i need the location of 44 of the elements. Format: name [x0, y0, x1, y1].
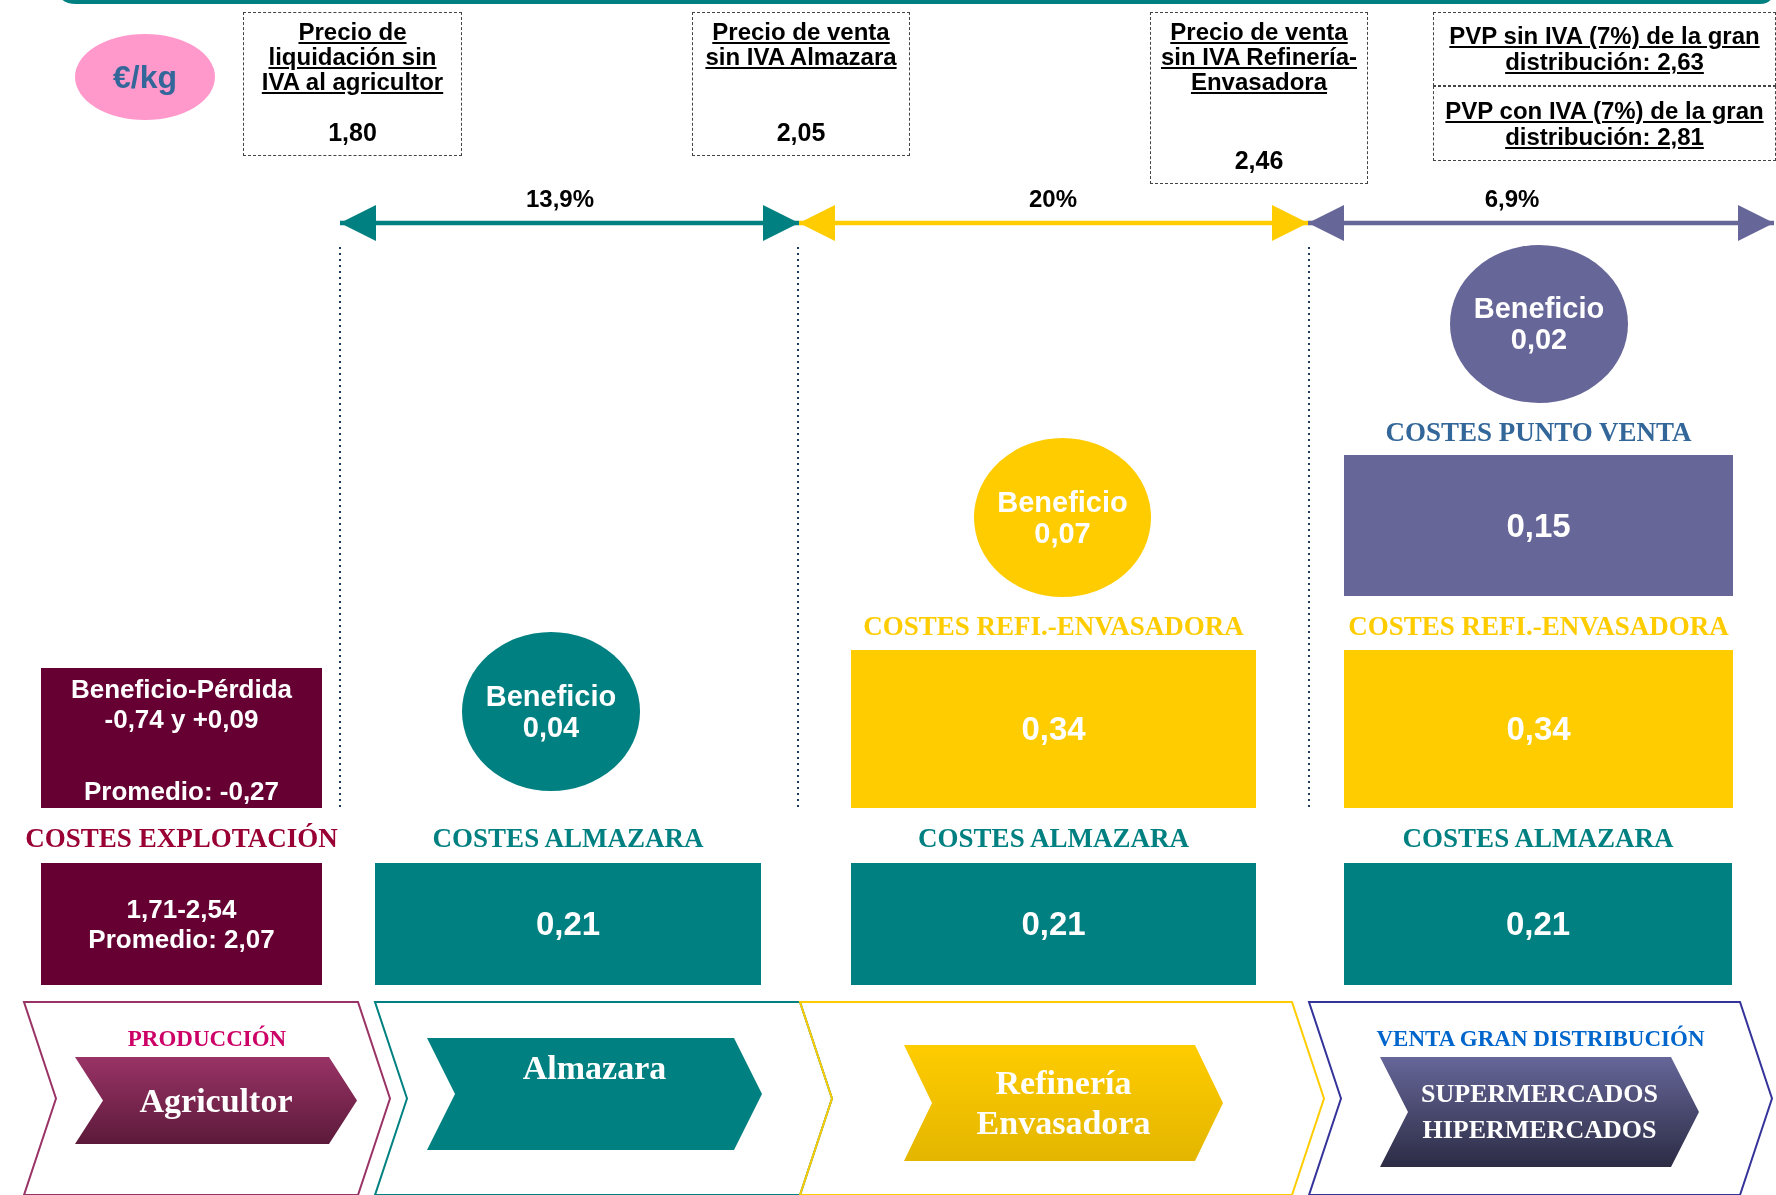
- price-value: 2,46: [1234, 146, 1284, 175]
- profit-circle: Beneficio 0,02: [1450, 245, 1628, 403]
- profit-circle: Beneficio 0,04: [462, 632, 640, 791]
- price-note: PVP sin IVA (7%) de la gran distribución: 2,63: [1433, 12, 1776, 86]
- average-text: Promedio: -0,27: [82, 776, 281, 806]
- profit-loss-text: Beneficio-Pérdida -0,74 y +0,09: [69, 674, 294, 734]
- price-box: [243, 12, 462, 156]
- percentage-label: 20%: [1029, 185, 1077, 213]
- stage-banner: Refinería Envasadora: [904, 1045, 1223, 1161]
- cost-box: 0,34: [1344, 650, 1733, 808]
- percentage-label: 13,9%: [525, 185, 595, 213]
- price-label: Precio de liquidación sin IVA al agricultor: [260, 19, 445, 94]
- price-note: PVP con IVA (7%) de la gran distribución: 2,81: [1433, 86, 1776, 161]
- cost-box: 1,71-2,54 Promedio: 2,07: [41, 863, 322, 985]
- cost-box: 0,21: [1344, 863, 1732, 985]
- chevron-outline: [23, 1002, 391, 1195]
- cost-heading: COSTES ALMAZARA: [432, 822, 704, 854]
- stage-banner: SUPERMERCADOS HIPERMERCADOS: [1380, 1057, 1699, 1167]
- stage-heading: PRODUCCIÓN: [127, 1026, 287, 1052]
- price-box: [692, 12, 910, 156]
- price-label: Precio de venta sin IVA Almazara: [704, 19, 898, 69]
- cost-box: 0,34: [851, 650, 1256, 808]
- profit-loss-box: [41, 668, 322, 808]
- price-value: 1,80: [328, 118, 377, 147]
- cost-heading: COSTES PUNTO VENTA: [1385, 416, 1692, 448]
- cost-box: 0,21: [851, 863, 1256, 985]
- chevron-outline: [799, 1002, 1325, 1195]
- price-value: 2,05: [776, 118, 826, 147]
- price-box: [1150, 12, 1368, 184]
- cost-heading: COSTES REFI.-ENVASADORA: [1348, 610, 1729, 642]
- cost-heading: COSTES ALMAZARA: [918, 822, 1189, 854]
- percentage-label: 6,9%: [1484, 185, 1540, 213]
- profit-circle: Beneficio 0,07: [974, 438, 1151, 597]
- stage-heading: VENTA GRAN DISTRIBUCIÓN: [1376, 1026, 1705, 1052]
- stage-banner: Agricultor: [75, 1057, 357, 1144]
- stage-banner: Almazara: [427, 1038, 762, 1150]
- cost-heading: COSTES REFI.-ENVASADORA: [863, 610, 1244, 642]
- unit-ellipse: €/kg: [75, 34, 215, 120]
- price-label: Precio de venta sin IVA Refinería-Envasadora: [1159, 19, 1358, 94]
- cost-box: 0,21: [375, 863, 761, 985]
- cost-heading: COSTES ALMAZARA: [1402, 822, 1674, 854]
- chevron-outline: [1308, 1002, 1773, 1195]
- cost-box: 0,15: [1344, 455, 1733, 596]
- cost-heading: COSTES EXPLOTACIÓN: [25, 822, 338, 854]
